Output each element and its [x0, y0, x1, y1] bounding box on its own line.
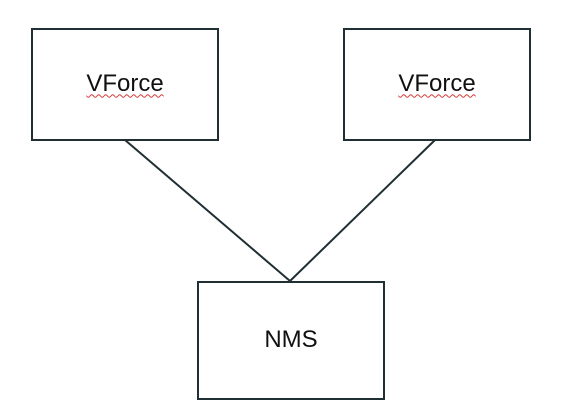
vforce-node-left-label: VForce	[86, 69, 164, 97]
vforce-node-left: VForce	[31, 28, 219, 141]
edge-vforce-left-to-nms	[124, 139, 291, 282]
nms-node: NMS	[197, 281, 385, 400]
vforce-node-right: VForce	[343, 28, 531, 141]
nms-node-label: NMS	[264, 325, 318, 353]
edge-vforce-right-to-nms	[289, 139, 436, 282]
vforce-node-right-label: VForce	[398, 69, 476, 97]
